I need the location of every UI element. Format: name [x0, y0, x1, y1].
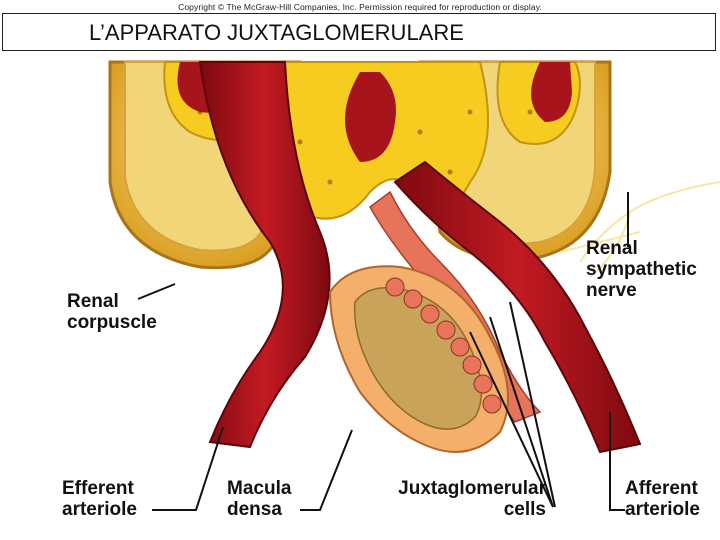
label-macula-densa: Macula densa	[227, 478, 292, 520]
label-juxtaglomerular-cells: Juxtaglomerular cells	[398, 478, 546, 520]
copyright-notice: Copyright © The McGraw-Hill Companies, I…	[178, 2, 542, 12]
jg-cells-strip	[385, 277, 502, 414]
title-bar: L’APPARATO JUXTAGLOMERULARE	[2, 13, 716, 51]
efferent-arteriole	[198, 61, 331, 449]
pointer-lines	[137, 192, 629, 511]
label-efferent-arteriole: Efferent arteriole	[62, 478, 137, 520]
label-renal-sympathetic-nerve: Renal sympathetic nerve	[586, 238, 697, 301]
label-renal-corpuscle: Renal corpuscle	[67, 291, 157, 333]
label-afferent-arteriole: Afferent arteriole	[625, 478, 700, 520]
juxtaglomerular-illustration	[108, 60, 720, 511]
page-title: L’APPARATO JUXTAGLOMERULARE	[89, 20, 464, 45]
